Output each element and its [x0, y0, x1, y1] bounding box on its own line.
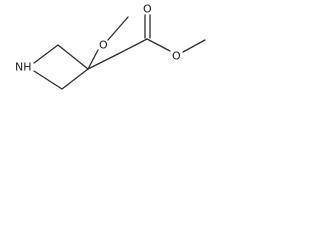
chemical-structure-diagram: NH O O O [15, 3, 206, 90]
bond-c2-to-c3 [57, 44, 89, 70]
bond-ester-o-to-methyl [182, 39, 206, 53]
bond-ch2-to-carbonyl-c [117, 38, 148, 55]
bond-c3-to-methoxy-o [87, 49, 99, 70]
bond-methoxy-o-to-methyl [107, 16, 129, 41]
methoxy-oxygen-label: O [99, 39, 108, 52]
bond-n-to-c2 [33, 44, 59, 64]
bond-c4-to-n [33, 70, 63, 90]
bond-carbonyl-c-to-ester-o [146, 38, 171, 52]
bond-c3-to-ch2 [87, 53, 119, 70]
ester-oxygen-label: O [172, 50, 181, 63]
nitrogen-nh-label: NH [15, 61, 32, 74]
carbonyl-oxygen-label: O [143, 3, 152, 16]
bond-c3-to-c4 [61, 68, 89, 90]
